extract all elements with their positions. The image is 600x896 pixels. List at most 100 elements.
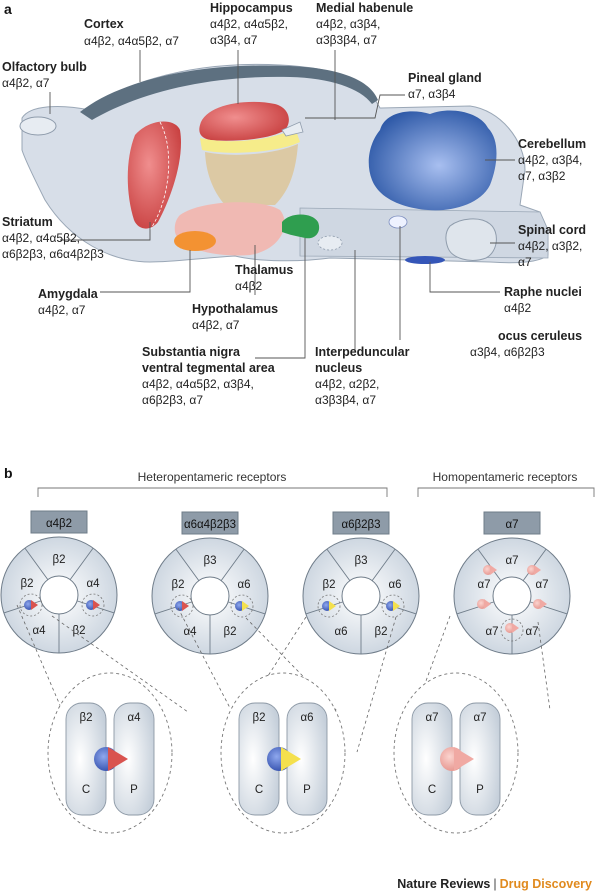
zoom-binding-right xyxy=(108,747,128,771)
cortex-band xyxy=(80,65,378,120)
subunit-divider xyxy=(227,601,266,615)
region-thalamus-sub: α4β2 xyxy=(235,279,263,293)
binding-site-ring xyxy=(500,618,524,642)
olfactory-bulb-shape xyxy=(19,116,57,136)
subunit-divider xyxy=(220,548,245,581)
binding-site-right xyxy=(393,601,400,611)
hippocampus-band xyxy=(200,128,300,153)
binding-site xyxy=(533,599,547,609)
region-cortex-name: Cortex xyxy=(84,17,124,31)
receptor-box xyxy=(30,510,88,534)
binding-site-right xyxy=(484,599,491,609)
binding-site-ring xyxy=(381,594,405,618)
region-thalamus-name: Thalamus xyxy=(235,263,293,277)
substantia-nigra-shape xyxy=(282,214,320,239)
hetero-bracket xyxy=(37,487,388,497)
receptor-box xyxy=(181,511,239,535)
subunit-label: α7 xyxy=(477,579,490,591)
region-interpeduncular-name-2: nucleus xyxy=(315,361,362,375)
binding-site xyxy=(381,594,405,618)
subunit-divider xyxy=(175,548,200,581)
binding-site-ring xyxy=(230,594,254,618)
region-pineal-sub: α7, α3β4 xyxy=(408,87,456,101)
region-olfactory-name: Olfactory bulb xyxy=(2,60,87,74)
binding-site-right xyxy=(242,601,249,611)
subunit-label: α7 xyxy=(525,626,538,638)
homo-heading: Homopentameric receptors xyxy=(433,470,578,484)
interpeduncular-shape xyxy=(317,235,343,251)
cerebellum-shape xyxy=(368,110,497,211)
binding-site xyxy=(81,593,105,617)
subunit-divider xyxy=(378,601,417,615)
region-hippocampus-sub-2: α3β4, α7 xyxy=(210,33,258,47)
receptor-box xyxy=(332,511,390,535)
region-striatum-name: Striatum xyxy=(2,215,53,229)
brain-illustration xyxy=(19,63,549,264)
zoom-binding-right xyxy=(281,747,301,771)
receptor-pore xyxy=(39,575,79,615)
binding-site-right xyxy=(512,623,519,633)
binding-site-ring xyxy=(170,594,194,618)
binding-site-right xyxy=(329,601,336,611)
footer: Nature Reviews|Drug Discovery xyxy=(397,877,592,891)
region-interpeduncular-sub-1: α4β2, α2β2, xyxy=(315,377,379,391)
region-interpeduncular-name: Interpeduncular xyxy=(315,345,410,359)
panel-a-label: a xyxy=(4,1,12,17)
receptor-box xyxy=(483,511,541,535)
subunit-label: β2 xyxy=(72,625,85,637)
binding-site-ring xyxy=(81,593,105,617)
receptors: α4β2β2α4β2α4β2α6α4β2β3β3α6β2α4β2α6β2β3β3… xyxy=(0,510,571,655)
region-habenule-name: Medial habenule xyxy=(316,1,413,15)
binding-site-right xyxy=(93,600,100,610)
zoom-right-label: α7 xyxy=(473,712,486,724)
subunit-label: α4 xyxy=(32,625,46,637)
zoom-p-label: P xyxy=(303,784,311,796)
region-spinal-sub-1: α4β2, α3β2, xyxy=(518,239,582,253)
region-habenule-sub-2: α3β3β4, α7 xyxy=(316,33,377,47)
subunit-divider xyxy=(477,548,502,581)
binding-site xyxy=(170,594,194,618)
subunit-label: β3 xyxy=(203,555,216,567)
locus-ceruleus-shape xyxy=(388,215,408,229)
region-raphe-sub: α4β2 xyxy=(504,301,532,315)
brainstem xyxy=(299,207,549,259)
region-raphe-name: Raphe nuclei xyxy=(504,285,582,299)
zoom-c-label: C xyxy=(82,784,90,796)
region-interpeduncular-sub-2: α3β3β4, α7 xyxy=(315,393,376,407)
region-locus-name: ocus ceruleus xyxy=(498,329,582,343)
binding-site xyxy=(230,594,254,618)
binding-site xyxy=(505,623,519,633)
subunit-label: α4 xyxy=(86,578,100,590)
zoom-binding-right xyxy=(454,747,474,771)
receptor-pore xyxy=(492,576,532,616)
raphe-nuclei-shape xyxy=(405,256,445,264)
region-hippocampus-sub-1: α4β2, α4α5β2, xyxy=(210,17,288,31)
receptor-box-label: α6α4β2β3 xyxy=(184,519,236,531)
region-substantia-sub-1: α4β2, α4α5β2, α3β4, xyxy=(142,377,254,391)
thalamus-shape xyxy=(205,144,298,205)
leader-lines xyxy=(49,50,515,359)
receptor-pore xyxy=(190,576,230,616)
binding-site-right xyxy=(182,601,189,611)
zoom-right-label: α4 xyxy=(127,712,141,724)
footer-journal: Nature Reviews xyxy=(397,877,491,891)
region-substantia-name-2: ventral tegmental area xyxy=(142,361,276,375)
subunit-divider xyxy=(326,548,351,581)
footer-series: Drug Discovery xyxy=(499,877,592,891)
subunit-label: α7 xyxy=(535,579,548,591)
binding-site xyxy=(317,594,341,618)
region-habenule-sub-1: α4β2, α3β4, xyxy=(316,17,380,31)
region-hippocampus-name: Hippocampus xyxy=(210,1,293,15)
binding-site-right xyxy=(490,565,497,575)
zoom-right-label: α6 xyxy=(300,712,313,724)
subunit-label: α6 xyxy=(237,579,250,591)
binding-site xyxy=(527,565,541,575)
subunit-label: β2 xyxy=(223,626,236,638)
zoom-c-label: C xyxy=(255,784,263,796)
subunit-label: β2 xyxy=(20,578,33,590)
subunit-label: β2 xyxy=(322,579,335,591)
